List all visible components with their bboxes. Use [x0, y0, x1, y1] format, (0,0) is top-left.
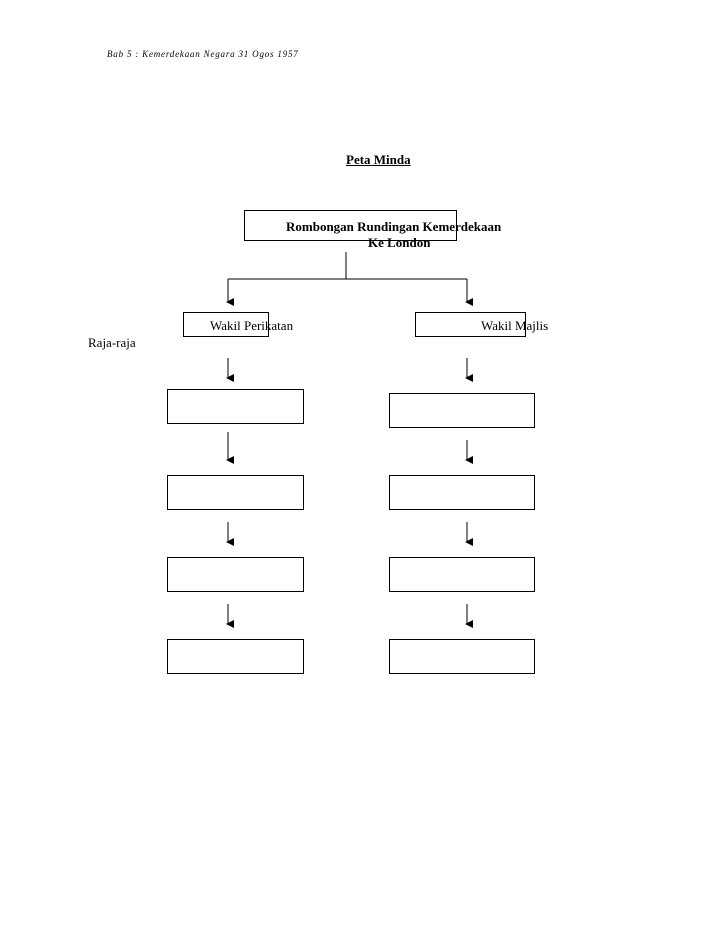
diagram-title: Peta Minda [346, 152, 411, 167]
left-branch-label: Wakil Perikatan [210, 318, 294, 333]
right-empty-box-3 [389, 557, 535, 592]
left-empty-box-3 [167, 557, 304, 592]
root-box [244, 210, 457, 241]
right-branch-box [415, 312, 526, 337]
root-label-line2: Ke London [368, 235, 431, 250]
right-branch-label: Wakil Majlis [481, 318, 549, 333]
left-branch-box [183, 312, 269, 337]
right-empty-box-4 [389, 639, 535, 674]
page-header: Bab 5 : Kemerdekaan Negara 31 Ogos 1957 [107, 49, 299, 59]
left-empty-box-2 [167, 475, 304, 510]
right-empty-box-2 [389, 475, 535, 510]
right-empty-box-1 [389, 393, 535, 428]
left-empty-box-4 [167, 639, 304, 674]
side-label: Raja-raja [88, 335, 136, 350]
root-label-line1: Rombongan Rundingan Kemerdekaan [286, 219, 502, 234]
left-empty-box-1 [167, 389, 304, 424]
